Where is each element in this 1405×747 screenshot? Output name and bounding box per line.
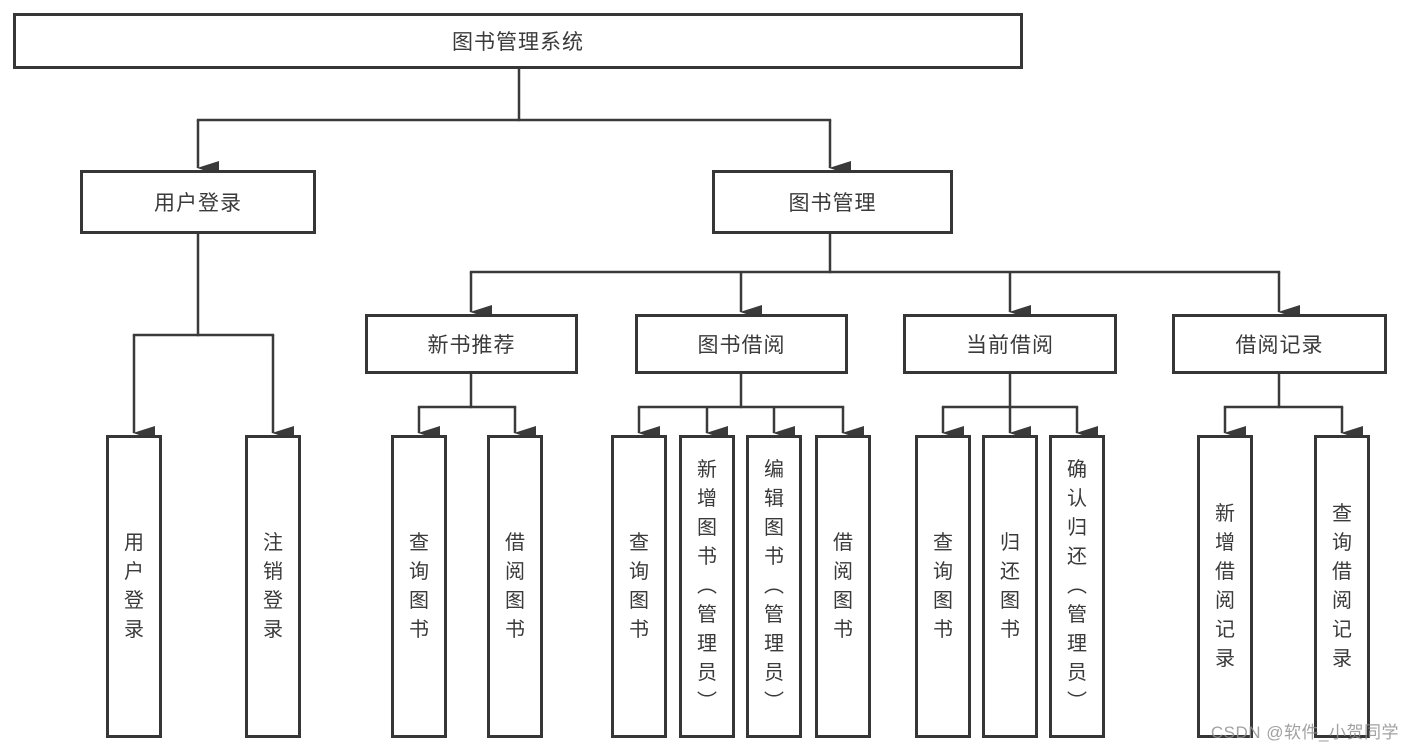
node-book-management-label: 图书管理 (788, 192, 877, 215)
node-user-login: 用户登录 (80, 170, 316, 234)
node-leaf-borrow-query-books: 查询图书 (611, 435, 667, 738)
node-leaf-borrow-borrow-books: 借阅图书 (815, 435, 871, 738)
node-current-borrow-label: 当前借阅 (966, 334, 1054, 357)
node-leaf-recommend-borrow-books: 借阅图书 (487, 435, 543, 738)
node-current-borrow: 当前借阅 (903, 314, 1117, 374)
node-leaf-edit-book-admin-label: 编辑图书︵管理员︶ (764, 459, 784, 713)
node-new-book-recommend-label: 新书推荐 (427, 334, 516, 357)
node-leaf-logout: 注销登录 (245, 435, 301, 738)
node-book-management: 图书管理 (712, 170, 953, 234)
node-leaf-return-books-label: 归还图书 (1000, 531, 1020, 641)
node-leaf-current-query-books: 查询图书 (915, 435, 971, 738)
node-leaf-recommend-query-books: 查询图书 (391, 435, 447, 738)
node-leaf-add-book-admin: 新增图书︵管理员︶ (679, 435, 735, 738)
node-leaf-return-books: 归还图书 (982, 435, 1038, 738)
node-leaf-logout-label: 注销登录 (263, 531, 283, 641)
node-leaf-current-query-books-label: 查询图书 (933, 531, 953, 641)
node-root: 图书管理系统 (13, 13, 1023, 69)
node-leaf-user-login-label: 用户登录 (124, 531, 144, 641)
node-root-label: 图书管理系统 (452, 31, 584, 54)
node-leaf-query-borrow-record-label: 查询借阅记录 (1332, 502, 1352, 670)
edges (132, 68, 1363, 440)
node-borrow-records: 借阅记录 (1172, 314, 1387, 374)
node-leaf-recommend-query-books-label: 查询图书 (409, 531, 429, 641)
node-book-borrow-label: 图书借阅 (697, 334, 786, 357)
node-leaf-add-borrow-record-label: 新增借阅记录 (1215, 502, 1235, 670)
node-borrow-records-label: 借阅记录 (1235, 334, 1324, 357)
node-leaf-add-book-admin-label: 新增图书︵管理员︶ (697, 459, 717, 713)
node-leaf-user-login: 用户登录 (106, 435, 162, 738)
node-leaf-edit-book-admin: 编辑图书︵管理员︶ (746, 435, 802, 738)
node-leaf-recommend-borrow-books-label: 借阅图书 (505, 531, 525, 641)
node-leaf-query-borrow-record: 查询借阅记录 (1314, 435, 1370, 738)
node-new-book-recommend: 新书推荐 (365, 314, 578, 374)
node-leaf-confirm-return-admin: 确认归还︵管理员︶ (1049, 435, 1105, 738)
node-leaf-confirm-return-admin-label: 确认归还︵管理员︶ (1067, 459, 1087, 713)
node-leaf-add-borrow-record: 新增借阅记录 (1197, 435, 1253, 738)
csdn-watermark: CSDN @软件_小贺同学 (1210, 723, 1399, 742)
node-leaf-borrow-borrow-books-label: 借阅图书 (833, 531, 853, 641)
node-leaf-borrow-query-books-label: 查询图书 (629, 531, 649, 641)
node-book-borrow: 图书借阅 (635, 314, 848, 374)
node-user-login-label: 用户登录 (154, 192, 242, 215)
